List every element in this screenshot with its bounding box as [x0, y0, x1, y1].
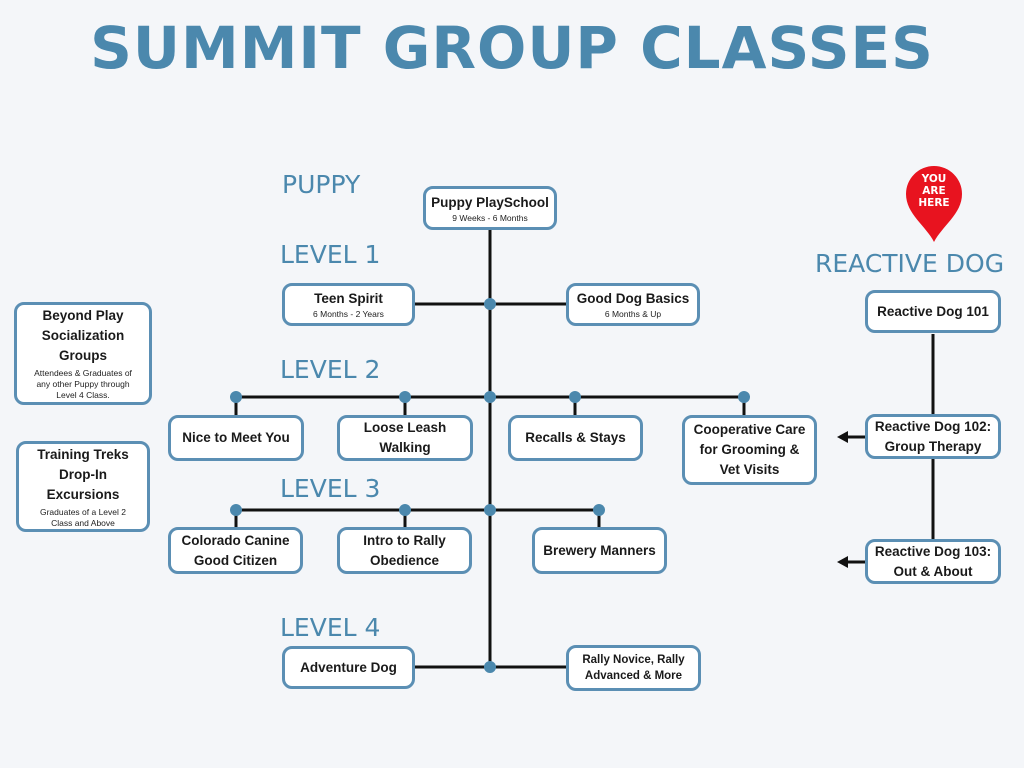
- class-cooperative-care[interactable]: Cooperative Care for Grooming & Vet Visi…: [682, 415, 817, 485]
- level-label-reactive: REACTIVE DOG: [815, 249, 1005, 278]
- class-brewery-manners[interactable]: Brewery Manners: [532, 527, 667, 574]
- class-intro-to-rally-obedience[interactable]: Intro to Rally Obedience: [337, 527, 472, 574]
- class-reactive-dog-102[interactable]: Reactive Dog 102: Group Therapy: [865, 414, 1001, 459]
- class-rally-novice-advanced[interactable]: Rally Novice, Rally Advanced & More: [566, 645, 701, 691]
- level-label-1: LEVEL 1: [280, 240, 381, 269]
- level-label-3: LEVEL 3: [280, 474, 381, 503]
- class-adventure-dog[interactable]: Adventure Dog: [282, 646, 415, 689]
- class-puppy-playschool[interactable]: Puppy PlaySchool 9 Weeks - 6 Months: [423, 186, 557, 230]
- class-nice-to-meet-you[interactable]: Nice to Meet You: [168, 415, 304, 461]
- class-loose-leash-walking[interactable]: Loose Leash Walking: [337, 415, 473, 461]
- level-label-puppy: PUPPY: [282, 170, 361, 199]
- class-training-treks[interactable]: Training Treks Drop-In Excursions Gradua…: [16, 441, 150, 532]
- class-recalls-stays[interactable]: Recalls & Stays: [508, 415, 643, 461]
- class-colorado-canine-good-citizen[interactable]: Colorado Canine Good Citizen: [168, 527, 303, 574]
- class-reactive-dog-103[interactable]: Reactive Dog 103: Out & About: [865, 539, 1001, 584]
- location-pin-icon: [906, 166, 962, 242]
- class-beyond-play[interactable]: Beyond Play Socialization Groups Attende…: [14, 302, 152, 405]
- page-title: SUMMIT GROUP CLASSES: [90, 14, 934, 82]
- class-reactive-dog-101[interactable]: Reactive Dog 101: [865, 290, 1001, 333]
- you-are-here-label: YOU ARE HERE: [918, 173, 950, 209]
- level-label-2: LEVEL 2: [280, 355, 381, 384]
- class-teen-spirit[interactable]: Teen Spirit 6 Months - 2 Years: [282, 283, 415, 326]
- level-label-4: LEVEL 4: [280, 613, 381, 642]
- class-good-dog-basics[interactable]: Good Dog Basics 6 Months & Up: [566, 283, 700, 326]
